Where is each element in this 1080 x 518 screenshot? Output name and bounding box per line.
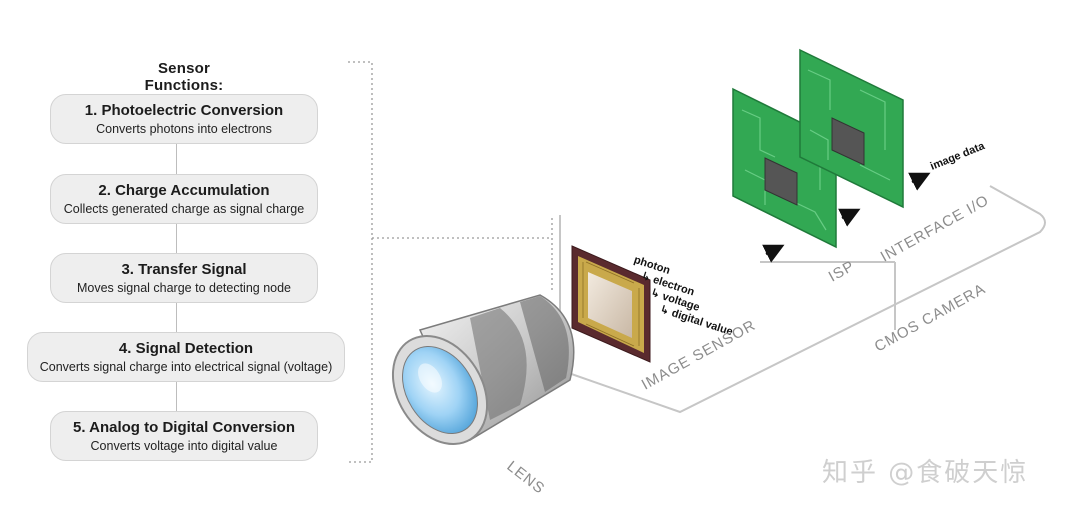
arrow-to-interface — [838, 208, 861, 227]
function-step-signal-detection: 4. Signal Detection Converts signal char… — [27, 332, 345, 382]
function-step-photoelectric-conversion: 1. Photoelectric Conversion Converts pho… — [50, 94, 318, 144]
lens — [391, 294, 575, 445]
interface-io-board — [799, 48, 904, 209]
step-description: Converts photons into electrons — [96, 122, 272, 136]
connector-line — [176, 303, 177, 335]
image-sensor-chip — [571, 245, 651, 363]
connector-line — [176, 144, 177, 176]
dotted-bracket — [348, 61, 553, 463]
connector-line — [176, 224, 177, 256]
watermark-text: 知乎 @食破天惊 — [822, 458, 1029, 488]
label-image-data: image data — [929, 140, 988, 173]
step-title: 1. Photoelectric Conversion — [84, 102, 284, 119]
step-title: 5. Analog to Digital Conversion — [73, 419, 295, 436]
step-title: 4. Signal Detection — [118, 340, 254, 357]
step-title: 2. Charge Accumulation — [98, 182, 270, 199]
connector-line — [176, 382, 177, 414]
arrow-image-data — [908, 172, 931, 191]
function-step-analog-to-digital-conversion: 5. Analog to Digital Conversion Converts… — [50, 411, 318, 461]
step-description: Converts signal charge into electrical s… — [39, 360, 333, 374]
flow-arrows — [762, 172, 931, 263]
step-description: Moves signal charge to detecting node — [76, 281, 292, 295]
function-step-charge-accumulation: 2. Charge Accumulation Collects generate… — [50, 174, 318, 224]
step-description: Collects generated charge as signal char… — [63, 202, 305, 216]
step-description: Converts voltage into digital value — [90, 439, 278, 453]
function-step-transfer-signal: 3. Transfer Signal Moves signal charge t… — [50, 253, 318, 303]
label-lens: LENS — [504, 458, 548, 498]
arrow-to-isp — [762, 244, 785, 263]
sensor-functions-title: Sensor Functions: — [144, 60, 224, 94]
label-cmos-camera: CMOS CAMERA — [872, 280, 989, 355]
step-title: 3. Transfer Signal — [121, 261, 247, 278]
